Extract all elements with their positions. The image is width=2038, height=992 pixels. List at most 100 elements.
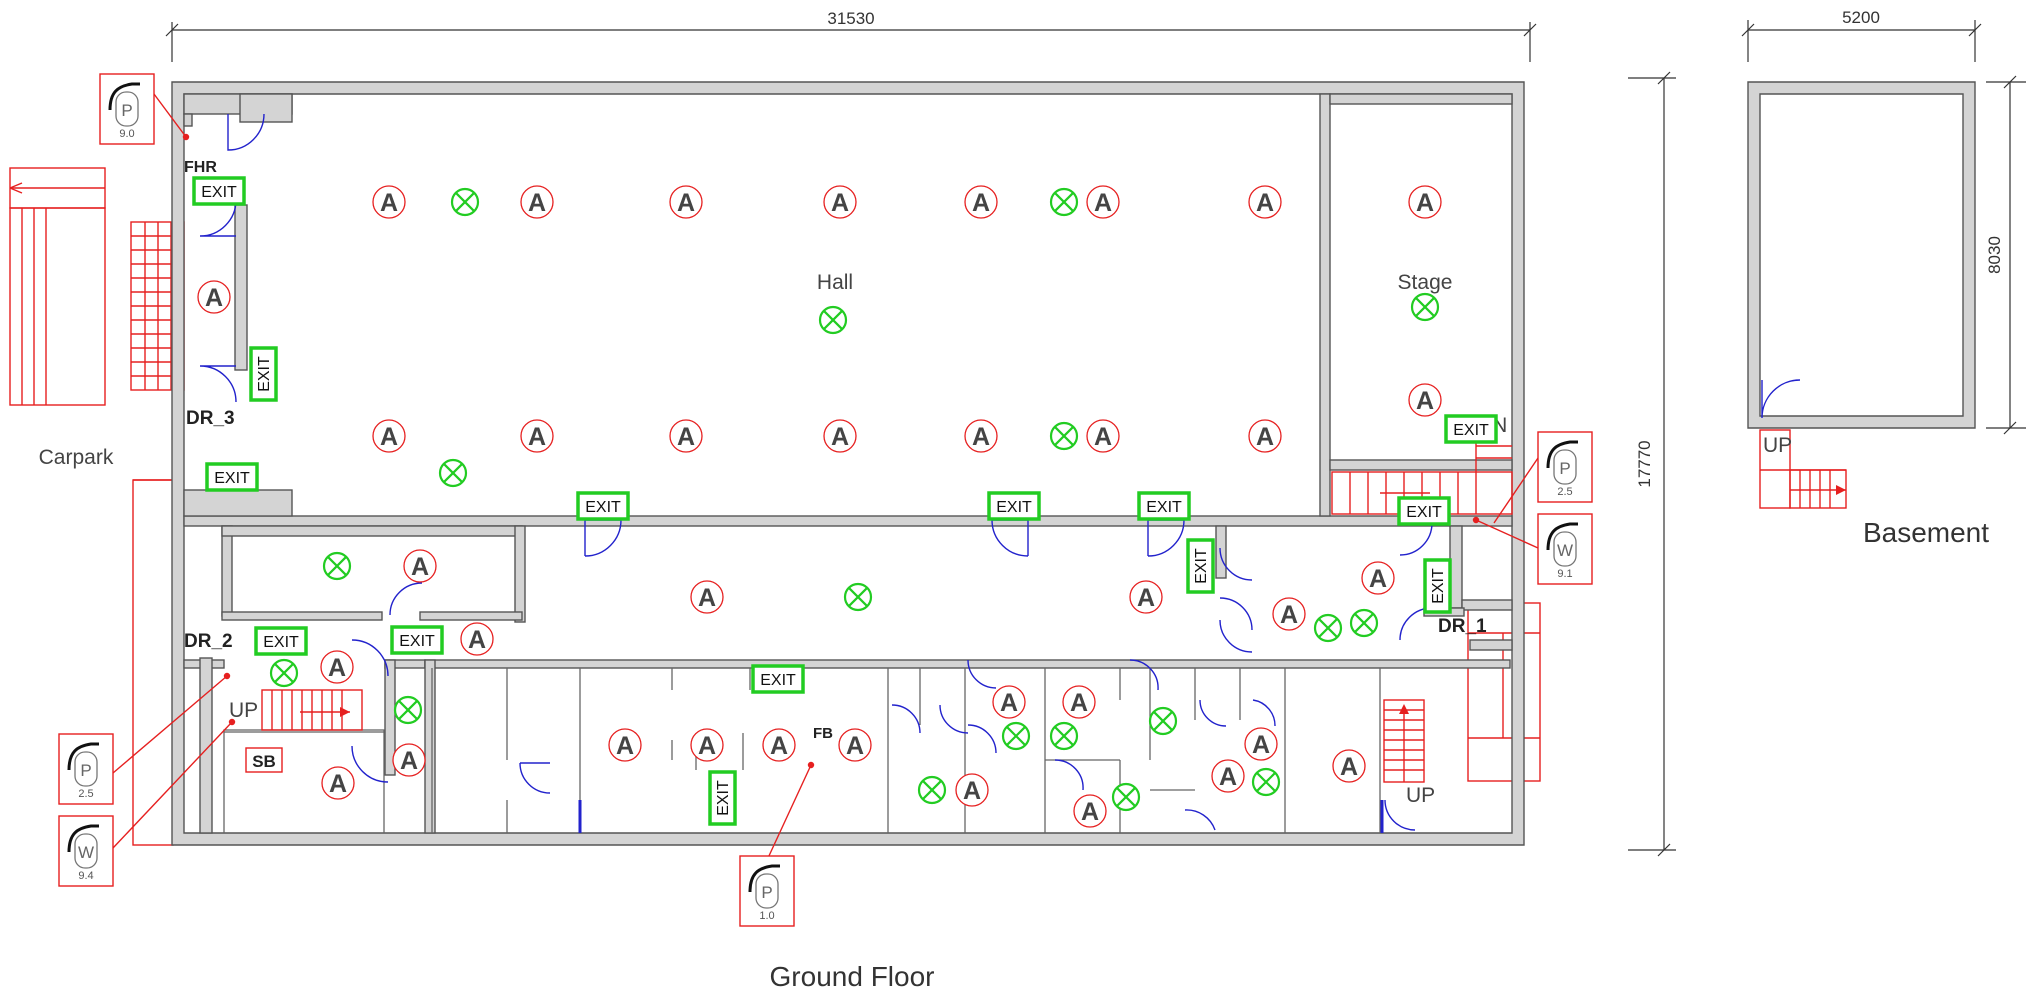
alarm-symbol: A	[669, 185, 703, 219]
svg-text:A: A	[329, 770, 347, 798]
svg-text:A: A	[831, 189, 849, 217]
svg-text:A: A	[380, 189, 398, 217]
dimension-ground-height	[1628, 71, 1676, 857]
stairs-dr2	[261, 689, 363, 731]
alarm-symbol: A	[1211, 759, 1245, 793]
emergency-light-icon	[1148, 706, 1178, 736]
svg-text:EXIT: EXIT	[1146, 499, 1182, 516]
alarm-symbol: A	[320, 650, 354, 684]
svg-text:A: A	[1256, 189, 1274, 217]
svg-text:A: A	[205, 284, 223, 312]
emergency-light-icon	[438, 458, 468, 488]
svg-text:2.5: 2.5	[78, 788, 93, 800]
svg-text:A: A	[972, 189, 990, 217]
stage-walls	[1329, 93, 1513, 471]
basement-height-dimension: 8030	[1985, 236, 2004, 274]
emergency-light-icon	[818, 305, 848, 335]
svg-text:EXIT: EXIT	[214, 470, 250, 487]
svg-text:9.4: 9.4	[78, 870, 93, 882]
emergency-light-icon	[393, 695, 423, 725]
svg-text:EXIT: EXIT	[760, 672, 796, 689]
svg-text:A: A	[1416, 189, 1434, 217]
exit-sign: EXIT	[249, 346, 278, 402]
svg-text:9.0: 9.0	[119, 128, 134, 140]
svg-text:P: P	[1559, 459, 1570, 478]
extinguisher-symbol: W 9.4	[58, 815, 114, 887]
svg-text:A: A	[328, 654, 346, 682]
svg-text:A: A	[698, 732, 716, 760]
svg-text:A: A	[1369, 565, 1387, 593]
alarm-symbol: A	[608, 728, 642, 762]
extinguisher-symbol: W 9.1	[1537, 513, 1593, 585]
svg-text:A: A	[1219, 763, 1237, 791]
ground-floor-outer-wall	[171, 81, 1525, 846]
label-sb: SB	[252, 752, 276, 771]
exit-sign: EXIT	[1137, 491, 1191, 521]
alarm-symbol: A	[1248, 419, 1282, 453]
alarm-symbol: A	[1272, 597, 1306, 631]
svg-text:A: A	[1070, 689, 1088, 717]
carpark-ramp	[9, 167, 106, 406]
svg-text:EXIT: EXIT	[201, 184, 237, 201]
alarm-symbol: A	[1408, 383, 1442, 417]
emergency-light-icon	[1111, 782, 1141, 812]
alarm-symbol: A	[1073, 794, 1107, 828]
svg-text:A: A	[677, 189, 695, 217]
svg-text:A: A	[1280, 601, 1298, 629]
alarm-symbol: A	[992, 685, 1026, 719]
label-dr3: DR_3	[186, 408, 235, 429]
extinguisher-symbol: P 2.5	[1537, 431, 1593, 503]
exit-sign: EXIT	[708, 770, 737, 826]
svg-text:EXIT: EXIT	[1430, 568, 1447, 604]
alarm-symbol: A	[372, 185, 406, 219]
alarm-symbol: A	[520, 185, 554, 219]
exit-sign: EXIT	[576, 491, 630, 521]
stairs-east	[1383, 699, 1425, 783]
room-label-carpark: Carpark	[39, 446, 114, 469]
svg-text:A: A	[963, 777, 981, 805]
stairs-basement	[1759, 429, 1847, 509]
svg-text:EXIT: EXIT	[585, 499, 621, 516]
alarm-symbol: A	[1361, 561, 1395, 595]
svg-text:A: A	[468, 626, 486, 654]
label-up-east: UP	[1406, 784, 1435, 807]
room-label-hall: Hall	[817, 271, 853, 294]
floor-title-basement: Basement	[1863, 517, 1989, 548]
alarm-symbol: A	[321, 766, 355, 800]
alarm-symbol: A	[372, 419, 406, 453]
alarm-symbol: A	[1086, 185, 1120, 219]
label-dr2: DR_2	[184, 631, 233, 652]
svg-text:A: A	[846, 732, 864, 760]
hall-walls	[183, 93, 1513, 527]
svg-text:A: A	[1000, 689, 1018, 717]
svg-text:A: A	[400, 747, 418, 775]
emergency-light-icon	[1313, 613, 1343, 643]
label-up-dr2: UP	[229, 699, 258, 722]
svg-text:EXIT: EXIT	[263, 634, 299, 651]
emergency-lights	[269, 187, 1440, 812]
alarm-symbol: A	[460, 622, 494, 656]
svg-text:A: A	[411, 553, 429, 581]
interior-partitions	[223, 668, 1381, 833]
dimension-basement-width	[1741, 20, 1982, 62]
basement-door	[1761, 379, 1801, 419]
alarm-symbol: A	[690, 580, 724, 614]
svg-text:EXIT: EXIT	[715, 780, 732, 816]
ground-height-dimension: 17770	[1635, 440, 1654, 487]
svg-text:A: A	[1416, 387, 1434, 415]
alarm-symbol: A	[964, 419, 998, 453]
svg-text:W: W	[1557, 541, 1573, 560]
alarm-symbol: A	[1408, 185, 1442, 219]
room-label-stage: Stage	[1398, 271, 1453, 294]
svg-text:EXIT: EXIT	[399, 633, 435, 650]
exit-sign: EXIT	[1423, 558, 1452, 614]
exit-sign: EXIT	[1397, 496, 1451, 526]
emergency-light-icon	[269, 658, 299, 688]
alarm-symbol: A	[1062, 685, 1096, 719]
exit-sign: EXIT	[205, 462, 259, 492]
alarm-symbol: A	[964, 185, 998, 219]
label-fhr: FHR	[184, 159, 217, 176]
exit-sign: EXIT	[1186, 538, 1215, 594]
svg-text:9.1: 9.1	[1557, 568, 1572, 580]
exit-sign: EXIT	[751, 664, 805, 694]
